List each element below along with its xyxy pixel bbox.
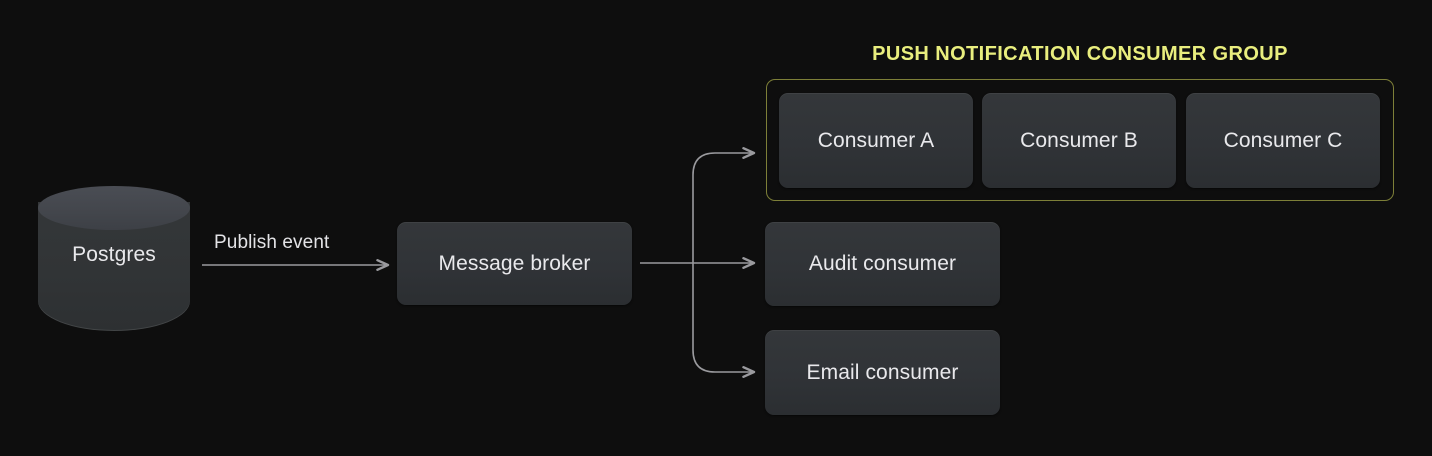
postgres-database-node[interactable]: Postgres (38, 186, 190, 331)
consumer-a-node[interactable]: Consumer A (779, 93, 973, 188)
consumer-c-label: Consumer C (1223, 128, 1343, 152)
cylinder-top-ellipse (38, 186, 190, 230)
consumer-b-label: Consumer B (1020, 128, 1138, 152)
email-consumer-node[interactable]: Email consumer (765, 330, 1000, 415)
audit-consumer-node[interactable]: Audit consumer (765, 222, 1000, 306)
edge-broker-to-consumer-group (692, 147, 756, 264)
consumer-b-node[interactable]: Consumer B (982, 93, 1176, 188)
message-broker-label: Message broker (438, 251, 591, 275)
message-broker-node[interactable]: Message broker (397, 222, 632, 305)
edge-broker-to-email (692, 262, 756, 378)
audit-consumer-label: Audit consumer (808, 252, 957, 275)
push-notification-consumer-group (766, 79, 1394, 201)
publish-event-edge-label: Publish event (214, 232, 330, 253)
consumer-c-node[interactable]: Consumer C (1186, 93, 1380, 188)
postgres-label: Postgres (72, 243, 156, 266)
consumer-group-title: PUSH NOTIFICATION CONSUMER GROUP (872, 43, 1288, 65)
consumer-a-label: Consumer A (817, 128, 935, 152)
email-consumer-label: Email consumer (806, 360, 959, 384)
